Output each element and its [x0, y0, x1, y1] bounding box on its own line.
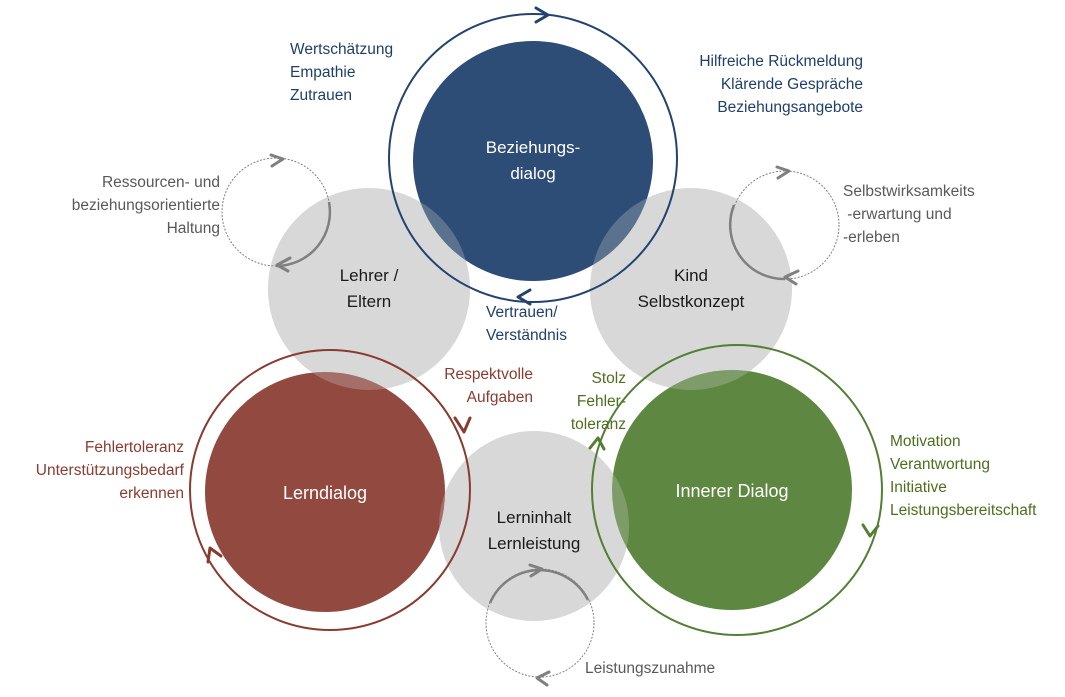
lerninhalt-line-2: Lernleistung	[487, 534, 581, 553]
lehrer-cycle-arrow-bottom-icon	[275, 256, 292, 273]
beziehung-cycle-ring	[388, 13, 678, 303]
label-line: erkennen	[119, 485, 184, 502]
lehrer-eltern-circle	[268, 188, 470, 390]
label-line: Beziehungsangebote	[717, 99, 863, 116]
label-line: Fehlertoleranz	[84, 439, 184, 456]
lerndialog-line-1: Lerndialog	[282, 483, 368, 503]
beziehung-right-label: Hilfreiche Rückmeldung Klärende Gespräch…	[699, 50, 863, 119]
label-line: Klärende Gespräche	[720, 76, 863, 93]
beziehung-bottom-label: Vertrauen/ Verständnis	[486, 301, 567, 347]
lerninhalt-circle	[439, 431, 629, 621]
label-line: -erleben	[843, 229, 900, 246]
inner-top-label: Stolz Fehler- toleranz	[571, 367, 626, 436]
beziehungsdialog-line-2: dialog	[510, 164, 556, 183]
lern-top-label: Respektvolle Aufgaben	[444, 363, 533, 409]
label-line: Empathie	[290, 64, 356, 81]
kind-line-2: Selbstkonzept	[637, 292, 745, 311]
kind-small-cycle-solid-arc	[728, 204, 786, 281]
innerer-dialog-title: Innerer Dialog	[652, 478, 812, 504]
inner-arrow-right-icon	[861, 523, 880, 538]
innerer-line-1: Innerer Dialog	[675, 481, 789, 501]
label-line: Wertschätzung	[290, 41, 394, 58]
inner-cycle-ring	[591, 344, 883, 636]
lerndialog-circle	[205, 372, 445, 612]
beziehungsdialog-line-1: Beziehungs-	[485, 138, 581, 157]
beziehungsdialog-title: Beziehungs- dialog	[463, 135, 603, 187]
label-line: beziehungsorientierte	[71, 197, 220, 214]
lehrer-overlay	[268, 188, 470, 390]
label-line: -erwartung und	[843, 206, 952, 223]
label-line: Haltung	[166, 220, 220, 237]
beziehungsdialog-circle	[413, 41, 653, 281]
kind-selbstkonzept-circle	[590, 188, 792, 390]
lehrer-line-2: Eltern	[346, 292, 392, 311]
beziehung-arrow-bottom-icon	[516, 288, 532, 306]
label-line: Selbstwirksamkeits	[843, 183, 975, 200]
label-line: Hilfreiche Rückmeldung	[699, 53, 863, 70]
lehrer-eltern-title: Lehrer / Eltern	[309, 263, 429, 315]
kind-cycle-arrow-bottom-icon	[783, 269, 800, 286]
lehrer-line-1: Lehrer /	[339, 266, 399, 285]
lerninhalt-line-1: Lerninhalt	[496, 508, 572, 527]
innerer-dialog-circle	[612, 370, 852, 610]
kind-line-1: Kind	[673, 266, 709, 285]
label-line: Verständnis	[486, 327, 567, 344]
inner-right-label: Motivation Verantwortung Initiative Leis…	[890, 430, 1036, 522]
lerninhalt-cycle-label: Leistungszunahme	[585, 657, 715, 680]
lerninhalt-cycle-arrow-bottom-icon	[535, 670, 551, 687]
label-line: toleranz	[570, 416, 626, 433]
lerninhalt-overlay	[439, 431, 629, 621]
label-line: Aufgaben	[466, 389, 533, 406]
lerninhalt-title: Lerninhalt Lernleistung	[464, 505, 604, 557]
label-line: Initiative	[890, 479, 947, 496]
label-line: Fehler-	[576, 393, 626, 410]
label-line: Zutrauen	[290, 87, 353, 104]
label-line: Ressourcen- und	[101, 174, 220, 191]
kind-cycle-label: Selbstwirksamkeits -erwartung und -erleb…	[843, 180, 975, 249]
label-line: Unterstützungsbedarf	[35, 462, 184, 479]
label-line: Vertrauen/	[486, 304, 558, 321]
kind-selbstkonzept-title: Kind Selbstkonzept	[616, 263, 766, 315]
inner-arrow-left-icon	[588, 436, 606, 451]
lern-cycle-ring	[189, 349, 471, 631]
lern-arrow-right-icon	[453, 416, 472, 434]
label-line: Stolz	[591, 370, 626, 387]
label-line: Verantwortung	[890, 456, 990, 473]
label-line: Motivation	[890, 433, 961, 450]
label-line: Leistungsbereitschaft	[890, 502, 1037, 519]
label-line: Respektvolle	[444, 366, 533, 383]
beziehung-arrow-top-icon	[534, 6, 550, 24]
lerninhalt-cycle-arrow-top-icon	[528, 563, 544, 578]
kind-cycle-arrow-top-icon	[775, 165, 791, 180]
lern-arrow-left-icon	[206, 546, 223, 564]
lehrer-small-cycle-solid-arc	[275, 201, 332, 268]
lerndialog-title: Lerndialog	[255, 480, 395, 506]
kind-overlay	[590, 188, 792, 390]
lehrer-cycle-label: Ressourcen- und beziehungsorientierte Ha…	[72, 171, 220, 240]
beziehung-left-label: Wertschätzung Empathie Zutrauen	[290, 38, 393, 107]
lehrer-cycle-arrow-top-icon	[269, 153, 285, 168]
label-line: Leistungszunahme	[585, 660, 716, 677]
lern-left-label: Fehlertoleranz Unterstützungsbedarf erke…	[36, 436, 184, 505]
